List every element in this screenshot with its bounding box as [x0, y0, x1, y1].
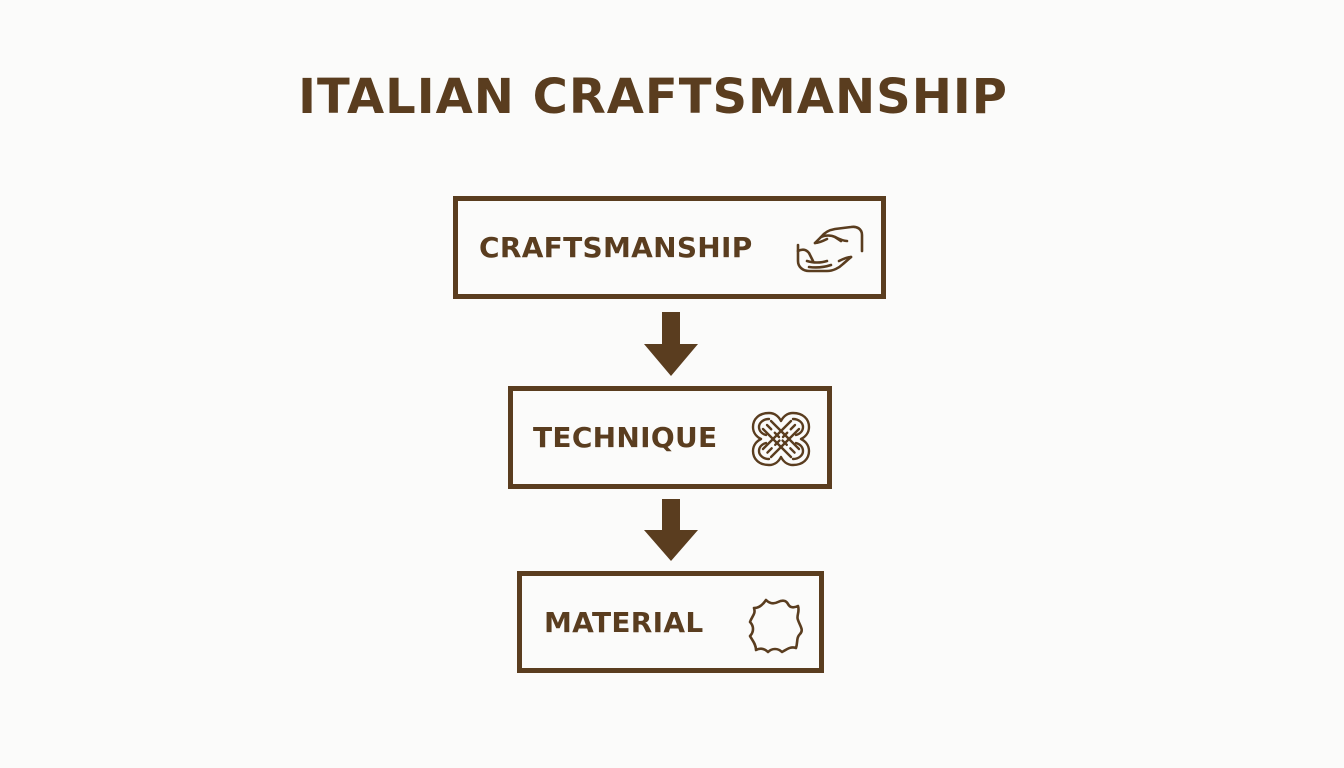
flow-box-material: MATERIAL: [517, 571, 824, 673]
down-arrow-icon: [644, 312, 698, 376]
knot-icon: [751, 411, 811, 467]
flow-box-label: CRAFTSMANSHIP: [479, 231, 753, 264]
leather-hide-icon: [748, 598, 803, 654]
down-arrow-icon: [644, 499, 698, 561]
hands-icon: [796, 225, 864, 273]
flow-box-technique: TECHNIQUE: [508, 386, 832, 489]
page-title: ITALIAN CRAFTSMANSHIP: [298, 69, 1008, 125]
flow-box-label: MATERIAL: [544, 605, 704, 639]
flow-box-craftsmanship: CRAFTSMANSHIP: [453, 196, 886, 299]
flow-box-label: TECHNIQUE: [533, 421, 718, 454]
